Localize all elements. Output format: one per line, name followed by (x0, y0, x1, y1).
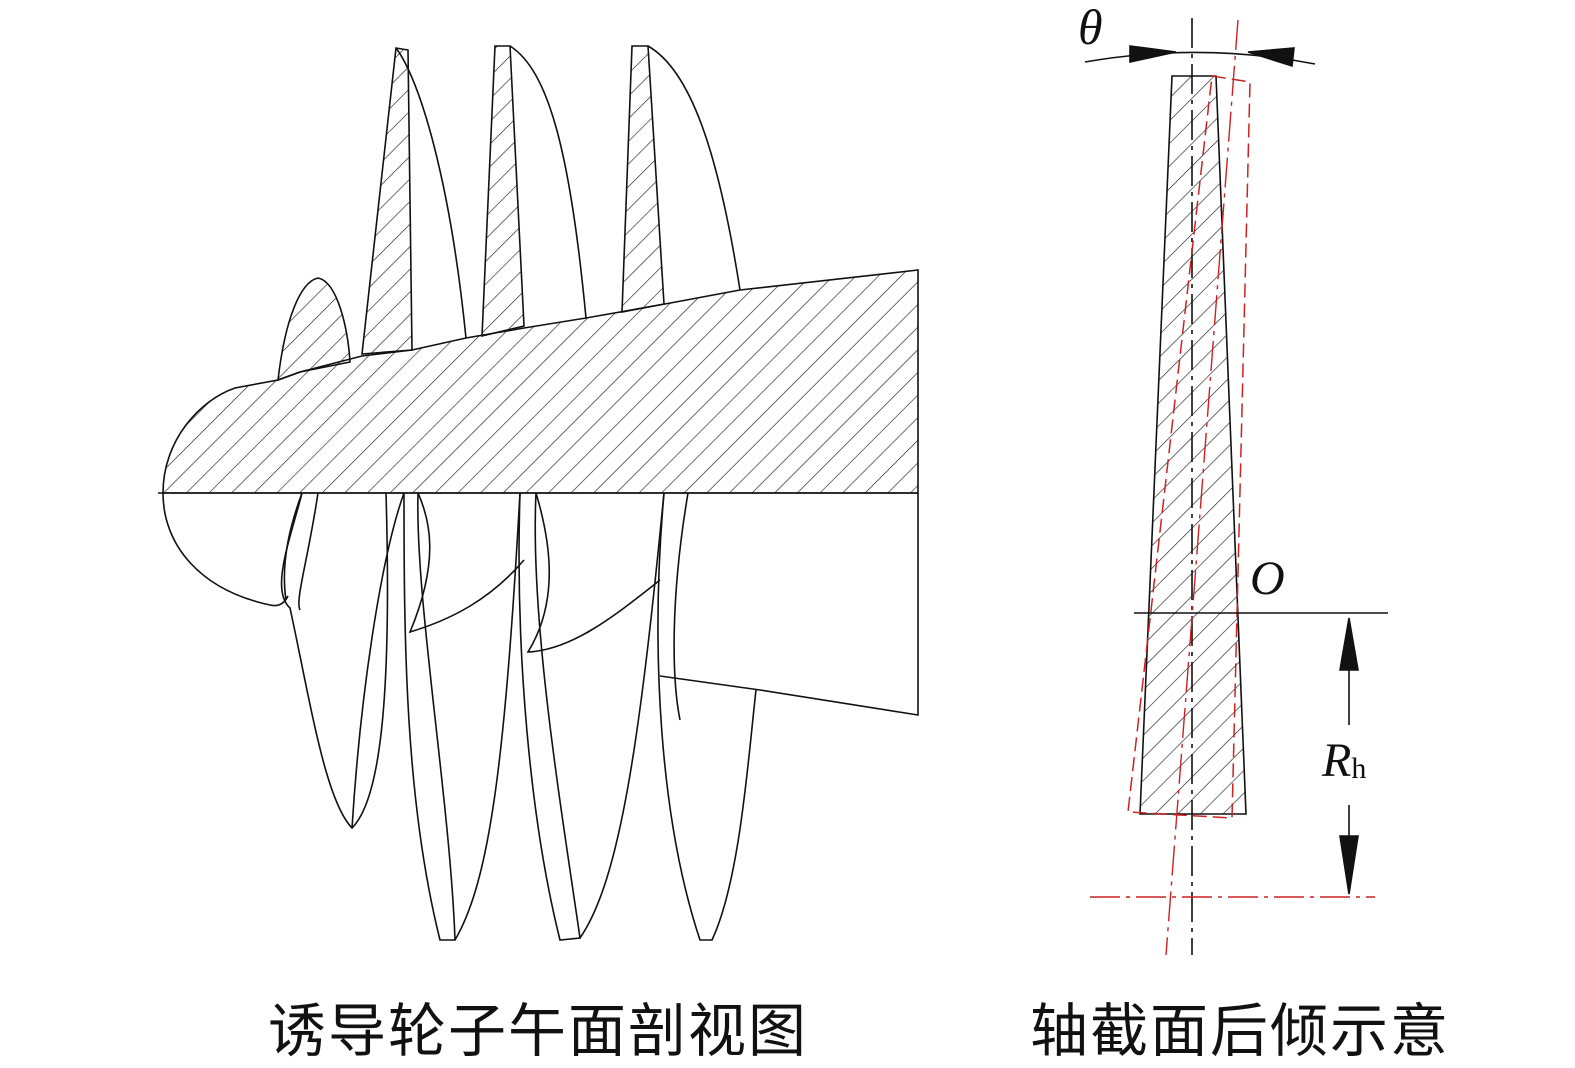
leading-blade-tip (277, 277, 351, 382)
radius-label: Rh (1321, 734, 1366, 787)
blade-loop-link-c (579, 492, 665, 939)
angle-arrow-left (1129, 45, 1177, 63)
radius-arrow-down (1339, 835, 1359, 895)
blade-loop-4 (657, 492, 757, 941)
blade-loop-link-a (351, 492, 405, 829)
hub-section (162, 269, 919, 494)
radius-label-sub: h (1351, 752, 1366, 785)
blade-envelope-1 (395, 47, 467, 339)
blade-envelope-2 (509, 45, 587, 319)
angle-label: θ (1078, 0, 1103, 55)
hub-nose-lower (162, 492, 289, 607)
blade-loop-1-inner (298, 492, 319, 611)
blade-section-3 (621, 45, 665, 313)
rake-schematic: θ O Rh (1078, 0, 1388, 956)
blade-loop-3 (518, 492, 581, 941)
radius-label-main: R (1321, 734, 1351, 787)
blade-loop-2-outer (408, 492, 525, 634)
blade-loop-link-b (454, 492, 521, 941)
blade-envelope-3 (647, 45, 741, 291)
hub-lower-outline (659, 493, 919, 716)
blade-loop-1 (280, 492, 389, 830)
radius-arrow-up (1339, 617, 1359, 671)
blade-section-1 (361, 47, 413, 355)
tilted-reference-axis (1165, 19, 1239, 956)
left-caption: 诱导轮子午面剖视图 (268, 997, 809, 1065)
blade-section-2 (481, 45, 525, 338)
angle-arrow-right (1247, 47, 1295, 68)
blade-loop-link-d (283, 492, 303, 601)
blade-axial-section (1139, 75, 1247, 815)
inducer-section-view (158, 45, 919, 941)
origin-label: O (1250, 552, 1285, 605)
blade-loop-2 (403, 492, 456, 941)
right-caption: 轴截面后倾示意 (1030, 997, 1451, 1065)
blade-loop-4-inner (673, 492, 689, 721)
blade-loop-3-outer (526, 492, 661, 653)
tilted-reference-outline (1127, 75, 1251, 819)
